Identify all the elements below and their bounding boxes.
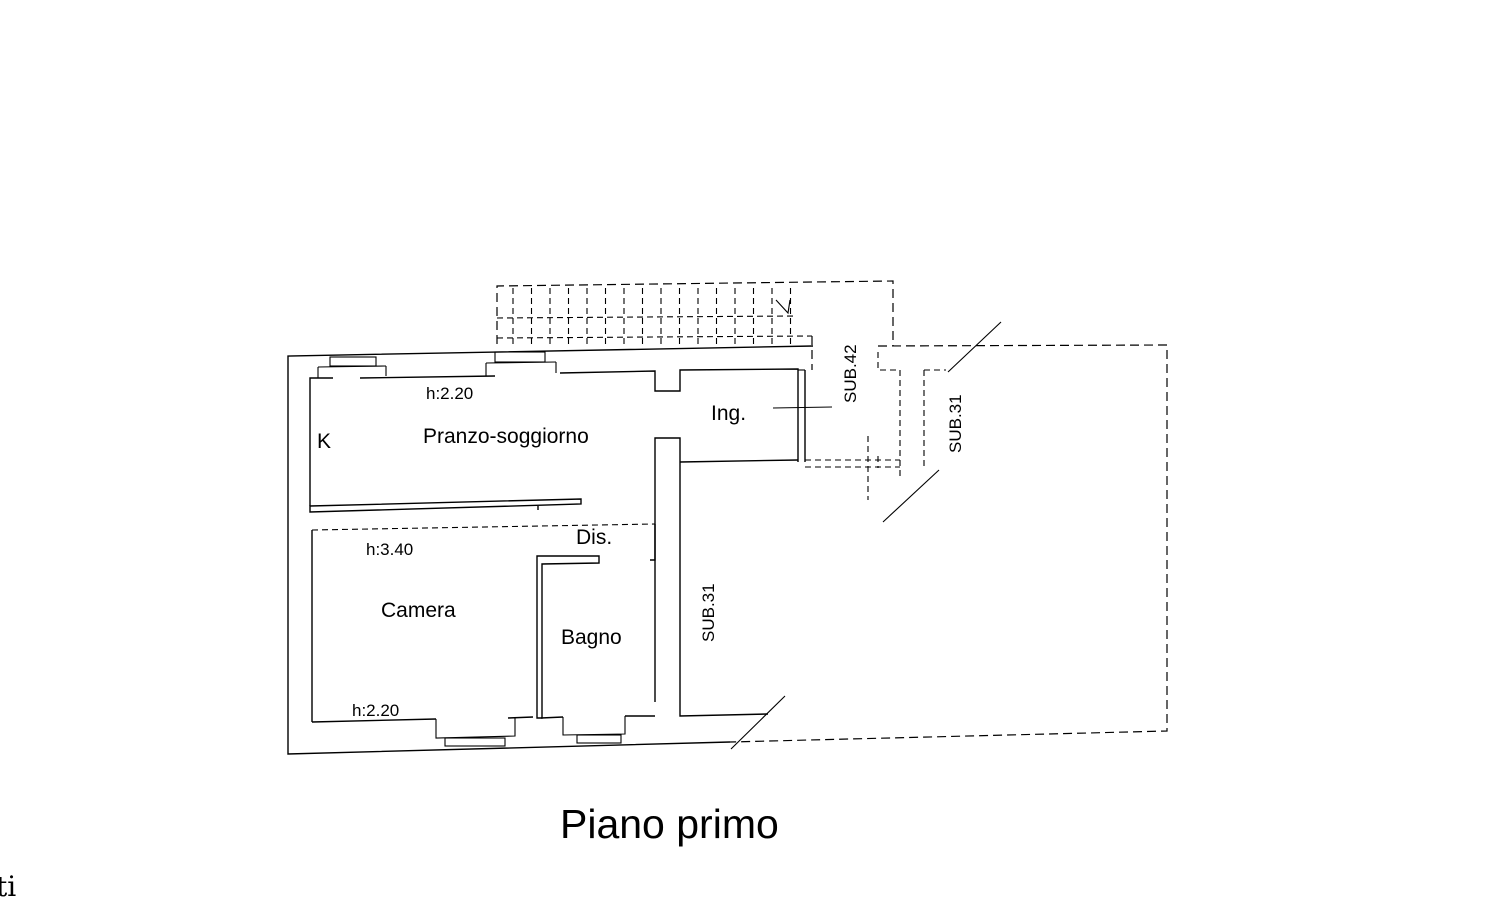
height-label-camera-bottom: h:2.20: [352, 701, 399, 720]
sub-label-31-lower: SUB.31: [699, 583, 718, 642]
height-label-pranzo: h:2.20: [426, 384, 473, 403]
stair-outline: [496, 280, 894, 370]
interior-walls: [309, 369, 806, 719]
adjacent-units: [729, 344, 1168, 743]
room-label-disimpegno: Dis.: [576, 526, 612, 549]
sub-label-31-right: SUB.31: [946, 394, 965, 453]
room-label-camera: Camera: [381, 599, 456, 622]
entrance-marker: [772, 406, 833, 409]
room-label-bagno: Bagno: [561, 626, 622, 649]
windows: [317, 351, 626, 747]
height-label-camera-top: h:3.40: [366, 540, 413, 559]
stair-arrow: [775, 299, 791, 315]
room-label-pranzo: Pranzo-soggiorno: [423, 425, 589, 448]
room-label-ingresso: Ing.: [711, 402, 746, 425]
section-lines: [730, 321, 1002, 750]
plan-title: Piano primo: [560, 801, 779, 847]
cropped-edge-text: ti: [0, 870, 16, 897]
room-label-cucina: K: [317, 430, 331, 453]
sub-label-42: SUB.42: [841, 344, 860, 403]
outer-walls: [287, 345, 814, 755]
